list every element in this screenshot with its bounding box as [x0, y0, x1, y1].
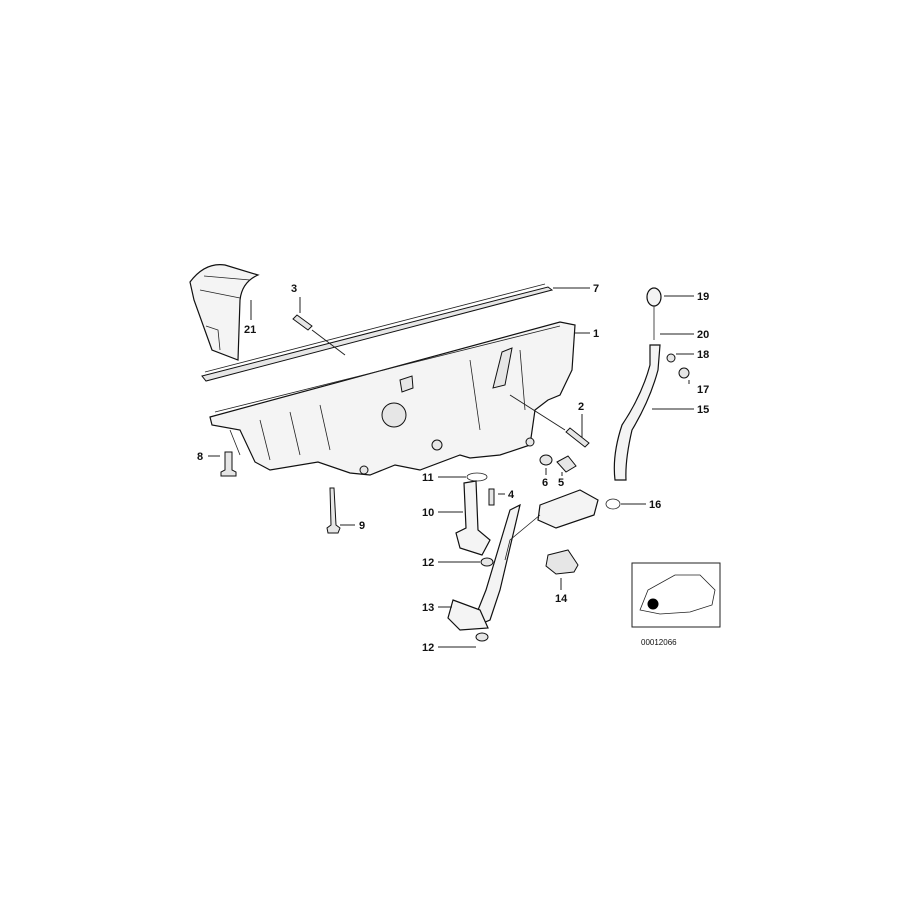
callout-8: 8	[197, 451, 203, 463]
part-oil-level-sensor	[504, 489, 599, 561]
callout-4: 4	[508, 489, 515, 501]
location-inset: 00012066	[631, 562, 721, 647]
part-gasket	[201, 283, 554, 382]
callout-2: 2	[578, 401, 584, 413]
part-stud-3	[292, 314, 313, 331]
callout-1: 1	[593, 328, 599, 340]
callout-11: 11	[422, 472, 434, 484]
location-marker	[647, 598, 659, 610]
part-pin-4	[488, 488, 495, 506]
part-dipstick	[605, 287, 690, 510]
callout-7: 7	[593, 283, 599, 295]
callout-18: 18	[697, 349, 709, 361]
callout-19: 19	[697, 291, 709, 303]
callout-20: 20	[697, 329, 709, 341]
part-cover	[189, 264, 260, 361]
callout-10: 10	[422, 507, 434, 519]
callout-21: 21	[244, 324, 256, 336]
part-oring-11	[466, 472, 488, 482]
part-nut-12b	[475, 632, 489, 642]
callout-15: 15	[697, 404, 709, 416]
callout-17: 17	[697, 384, 709, 396]
part-bolt-9	[326, 487, 341, 534]
part-guide-tube	[447, 480, 521, 631]
callout-13: 13	[422, 602, 434, 614]
callout-16: 16	[649, 499, 661, 511]
callout-6: 6	[542, 477, 548, 489]
callout-14: 14	[555, 593, 568, 605]
callout-12-upper: 12	[422, 557, 434, 569]
part-oil-pan	[209, 321, 576, 476]
part-clip-14	[545, 549, 579, 575]
part-washer-6	[539, 454, 553, 466]
callout-9: 9	[359, 520, 365, 532]
part-plug-5	[556, 455, 577, 473]
leader-lines	[208, 287, 694, 648]
part-stud-2	[565, 427, 590, 448]
callout-5: 5	[558, 477, 564, 489]
reference-number: 00012066	[641, 638, 677, 647]
callout-3: 3	[291, 283, 297, 295]
callout-12-lower: 12	[422, 642, 434, 654]
part-nut-12a	[480, 557, 494, 567]
part-bolt-8	[220, 451, 237, 477]
callout-labels: 7 1 3 19 20 18 17 15 2 21 8 11 4 6 5 10 …	[197, 283, 709, 654]
